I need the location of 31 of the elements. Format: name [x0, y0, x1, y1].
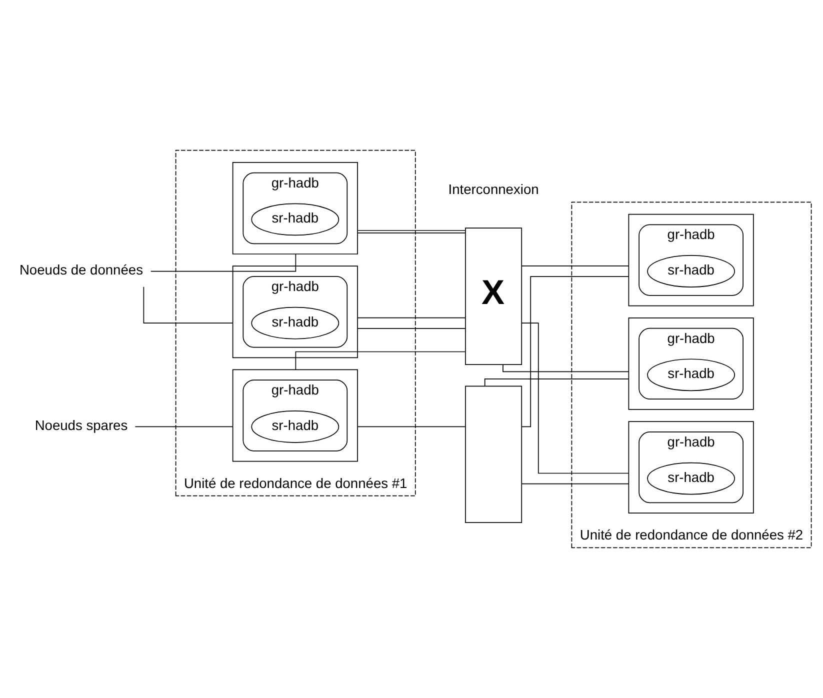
node-box: X [465, 228, 522, 365]
connector [357, 230, 466, 231]
connector [357, 328, 466, 329]
connector [521, 276, 630, 428]
node-ellipse: sr-hadb [251, 203, 340, 236]
cluster [232, 266, 358, 358]
cluster [232, 369, 358, 462]
cluster [628, 214, 754, 306]
node-ellipse: sr-hadb [647, 358, 736, 392]
connector [150, 254, 296, 272]
node-ellipse: sr-hadb [251, 306, 340, 340]
connector [134, 426, 234, 428]
cluster [628, 421, 754, 514]
node-box [465, 386, 522, 524]
cluster [232, 162, 358, 254]
connector [521, 322, 630, 474]
node-text: Noeuds de données [19, 262, 143, 278]
connector [484, 378, 630, 386]
connector [143, 286, 234, 324]
connector [521, 483, 630, 484]
node-ellipse: sr-hadb [647, 462, 736, 495]
connector [357, 426, 466, 428]
connector [357, 232, 466, 234]
connector [295, 351, 466, 370]
node-ellipse: sr-hadb [647, 255, 736, 288]
node-ellipse: sr-hadb [251, 410, 340, 443]
node-text: Noeuds spares [34, 417, 128, 434]
cluster [628, 317, 754, 410]
label: Interconnexion [448, 181, 539, 198]
connector [357, 317, 466, 318]
connector [502, 364, 630, 372]
